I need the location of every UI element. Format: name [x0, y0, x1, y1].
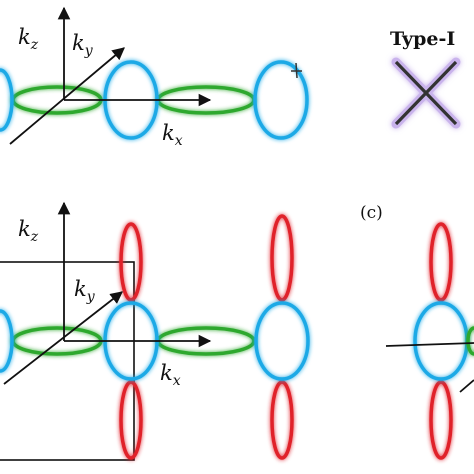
red-ring [270, 380, 294, 460]
ky-axis [3, 291, 123, 385]
frame-box [0, 261, 135, 461]
panel-bottom: kz ky kx [0, 201, 310, 461]
type-i-node: Type-I [390, 28, 461, 129]
kx-axis [385, 342, 474, 347]
red-ring [119, 380, 143, 460]
ky-label: ky [74, 277, 96, 305]
kz-label: kz [18, 25, 39, 53]
red-ring [119, 222, 143, 302]
blue-ring [0, 309, 14, 373]
blue-ring [254, 301, 310, 381]
blue-ring [413, 301, 469, 381]
blue-ring [253, 60, 309, 140]
node-marker [291, 62, 302, 79]
green-ring [466, 326, 474, 356]
kz-label: kz [18, 217, 39, 245]
kx-label: kx [162, 121, 183, 149]
red-ring [429, 222, 453, 302]
ky-label: ky [72, 31, 94, 59]
red-ring [270, 214, 294, 302]
ky-axis [459, 379, 474, 393]
ky-axis [9, 47, 125, 145]
kx-label: kx [160, 361, 181, 389]
blue-ring [0, 68, 14, 132]
red-ring [429, 380, 453, 460]
panel-c-label: (c) [360, 203, 383, 223]
panel-c: (c) [360, 203, 474, 460]
type-i-label: Type-I [390, 28, 455, 50]
panel-top: kz ky kx [0, 6, 309, 149]
